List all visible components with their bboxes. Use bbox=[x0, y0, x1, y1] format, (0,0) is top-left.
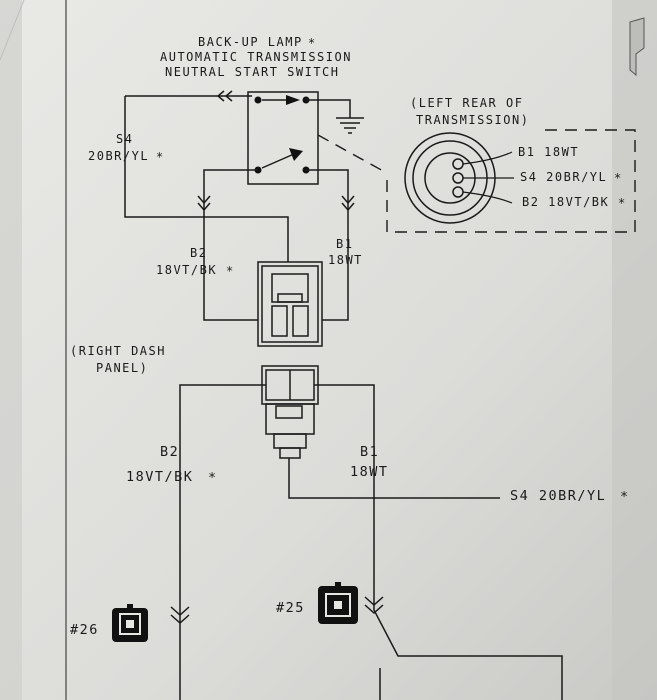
round-connector bbox=[404, 132, 514, 224]
connector-pin bbox=[452, 186, 464, 198]
pin-labels: B1 18WT S4 20BR/YL * B2 18VT/BK * bbox=[518, 145, 627, 210]
switch-title-star: * bbox=[308, 36, 317, 50]
location-dash-panel: (RIGHT DASH PANEL) bbox=[70, 344, 166, 375]
wire-s4-lower-star: * bbox=[620, 489, 630, 505]
location-left-rear: (LEFT REAR OF TRANSMISSION) bbox=[410, 96, 529, 127]
location-left-rear-line2: TRANSMISSION) bbox=[416, 113, 529, 127]
switch-blade bbox=[261, 153, 295, 169]
wire-b2-code: B2 bbox=[190, 246, 207, 260]
wire-b2-lower: B2 18VT/BK * bbox=[126, 384, 266, 700]
connector-pin bbox=[452, 158, 464, 170]
connector-26-label: #26 bbox=[70, 622, 99, 638]
location-dash-line2: PANEL) bbox=[96, 361, 148, 375]
wire-s4-lower-label: S4 20BR/YL bbox=[510, 488, 606, 504]
pin-label-b1: B1 18WT bbox=[518, 145, 579, 159]
corner-tab bbox=[629, 17, 645, 77]
wire-s4-code: S4 bbox=[116, 132, 133, 146]
pin-label-b2-star: * bbox=[618, 196, 627, 210]
switch-arrow-icon bbox=[286, 95, 300, 105]
wire-b2-upper: B2 18VT/BK * bbox=[156, 169, 258, 321]
wire-b2-spec: 18VT/BK bbox=[156, 263, 217, 277]
upper-connector bbox=[257, 261, 323, 347]
pin-label-b2: B2 18VT/BK bbox=[522, 195, 609, 209]
wire-b1-lower: B1 18WT bbox=[314, 384, 563, 700]
wire-s4-upper: S4 20BR/YL * bbox=[88, 90, 289, 262]
neutral-start-switch bbox=[247, 91, 319, 185]
lower-connector bbox=[261, 365, 319, 459]
connector-25: #25 bbox=[276, 582, 384, 624]
wire-b1-spec: 18WT bbox=[328, 253, 363, 267]
wire-b2-star: * bbox=[226, 264, 235, 278]
wire-b2-lower-code: B2 bbox=[160, 444, 179, 460]
wire-s4-star: * bbox=[156, 150, 165, 164]
pin-label-s4-star: * bbox=[614, 171, 623, 185]
mechanical-link bbox=[317, 134, 386, 173]
wire-b1-lower-code: B1 bbox=[360, 444, 379, 460]
location-left-rear-line1: (LEFT REAR OF bbox=[410, 96, 523, 110]
wire-b2-lower-spec: 18VT/BK bbox=[126, 469, 193, 485]
transmission-location-box bbox=[386, 129, 636, 233]
ground-icon bbox=[306, 99, 364, 134]
switch-blade-arrow-icon bbox=[289, 148, 303, 161]
connector-26: #26 bbox=[70, 604, 190, 642]
connector-25-label: #25 bbox=[276, 600, 305, 616]
switch-title-line2: AUTOMATIC TRANSMISSION bbox=[160, 50, 352, 64]
wire-s4-lower: S4 20BR/YL * bbox=[288, 458, 630, 505]
wire-b1-lower-spec: 18WT bbox=[350, 464, 389, 480]
switch-title-line1: BACK-UP LAMP bbox=[198, 35, 303, 49]
switch-contact bbox=[254, 96, 262, 104]
switch-title-line3: NEUTRAL START SWITCH bbox=[165, 65, 340, 79]
switch-body bbox=[247, 91, 319, 185]
switch-title: BACK-UP LAMP * AUTOMATIC TRANSMISSION NE… bbox=[160, 35, 352, 79]
wire-b2-lower-star: * bbox=[208, 470, 218, 486]
location-dash-line1: (RIGHT DASH bbox=[70, 344, 166, 358]
wire-s4-spec: 20BR/YL bbox=[88, 149, 149, 163]
connector-pin bbox=[452, 172, 464, 184]
pin-label-s4: S4 20BR/YL bbox=[520, 170, 607, 184]
wire-b1-code: B1 bbox=[336, 237, 353, 251]
wire-b1-upper: B1 18WT bbox=[306, 169, 363, 321]
